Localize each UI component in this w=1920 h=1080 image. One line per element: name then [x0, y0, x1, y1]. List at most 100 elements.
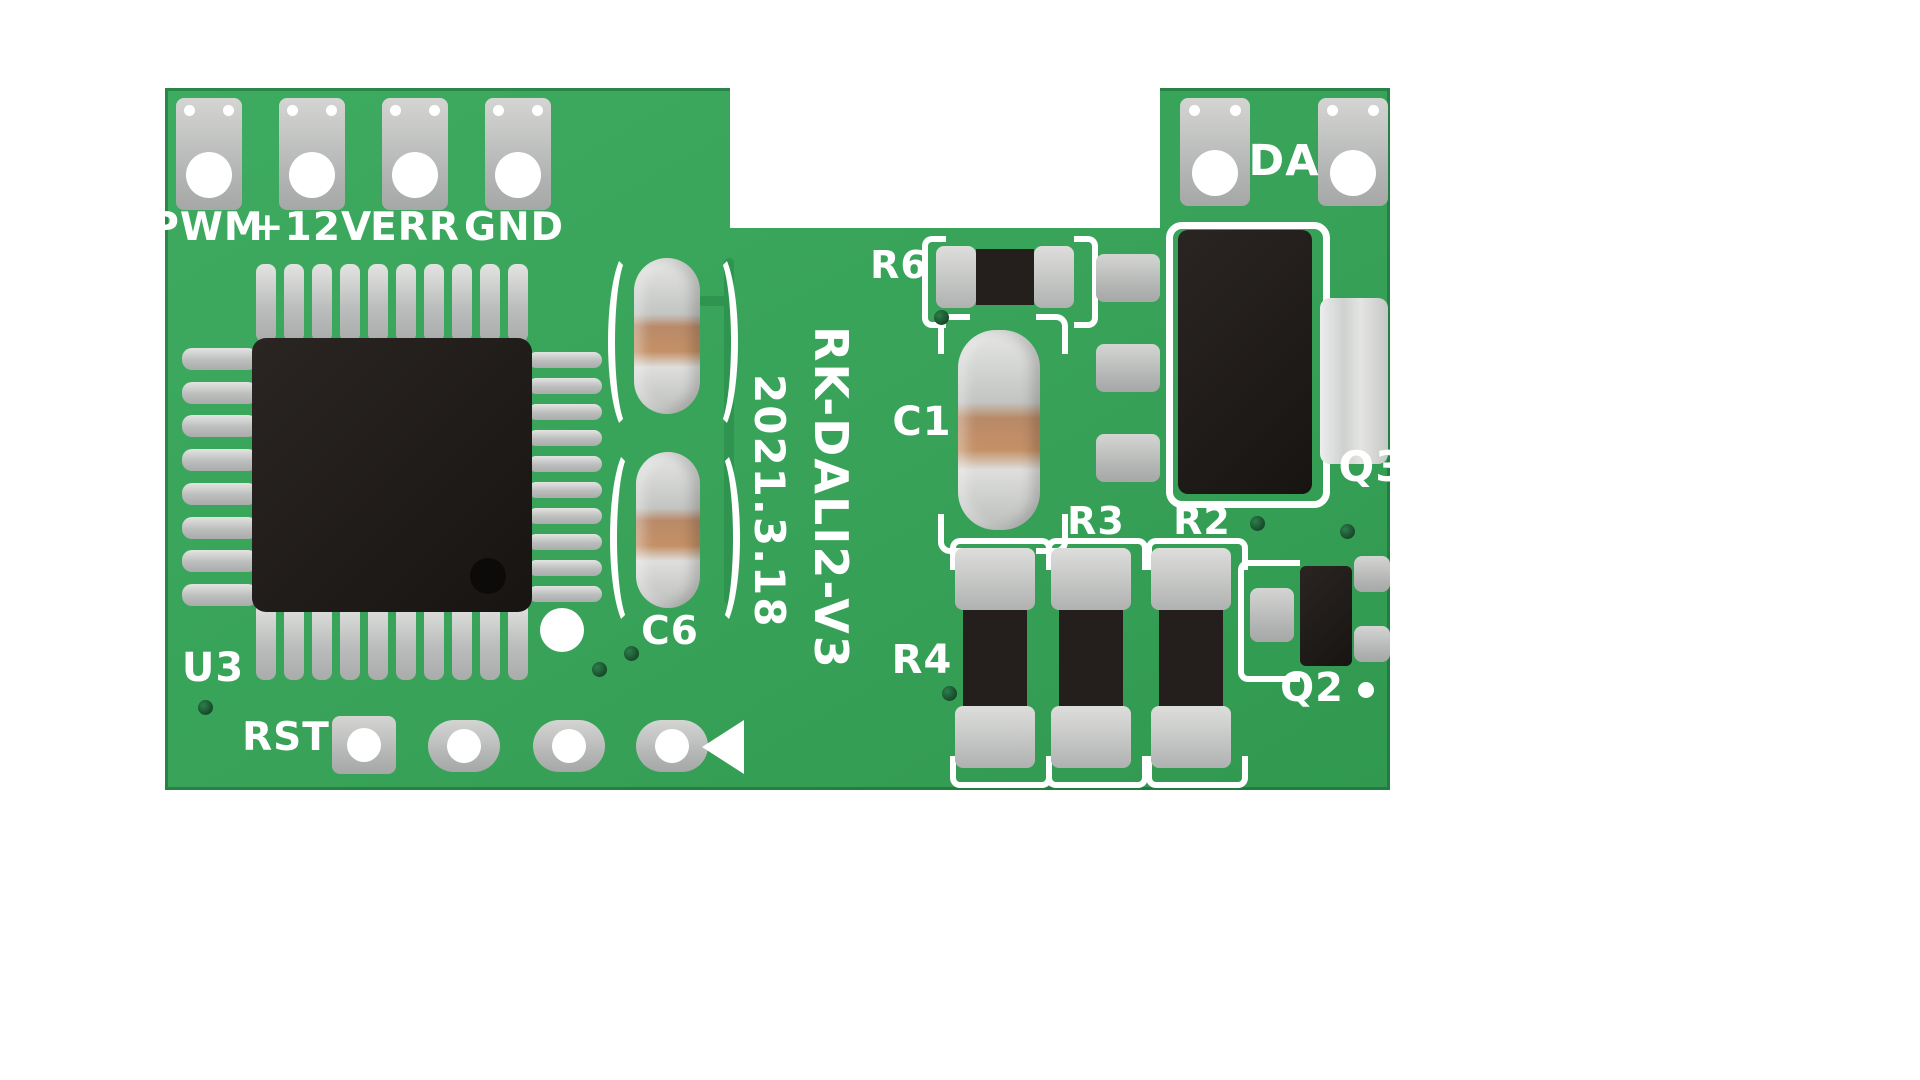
- ic-pin: [396, 264, 416, 342]
- ic-pin: [528, 404, 602, 420]
- pad-hole-icon: [495, 152, 541, 198]
- pad-hole-icon: [347, 728, 381, 762]
- silkscreen-paren: [698, 446, 740, 630]
- ic-pin: [480, 264, 500, 342]
- ic-pin: [182, 482, 258, 505]
- ic-orientation-dot: [470, 558, 506, 594]
- resistor-pad: [1151, 706, 1231, 768]
- ic-pin: [182, 583, 258, 606]
- q3-pad-3: [1096, 434, 1160, 482]
- resistor-r3: [1051, 548, 1131, 768]
- ic-pin-row-top: [256, 264, 528, 342]
- ic-pin: [312, 602, 332, 680]
- ic-pin: [452, 264, 472, 342]
- silkscreen-bracket: [922, 236, 946, 328]
- ic-pin: [256, 264, 276, 342]
- silkscreen-bracket: [1146, 538, 1248, 570]
- connector-pad-12v: [279, 98, 345, 210]
- pad-hole-icon: [1368, 105, 1379, 116]
- ic-pin: [528, 586, 602, 602]
- silkscreen-bracket: [1146, 756, 1248, 788]
- ic-pin-row-left: [182, 348, 258, 606]
- q2-pad-left: [1250, 588, 1294, 642]
- ic-pin-row-right: [528, 352, 602, 602]
- pad-hole-icon: [655, 729, 689, 763]
- ic-pin: [528, 378, 602, 394]
- rst-pad: [332, 716, 396, 774]
- connector-pad-gnd: [485, 98, 551, 210]
- resistor-body: [1159, 610, 1223, 706]
- resistor-pad: [1151, 548, 1231, 610]
- via-hole: [934, 310, 949, 325]
- ic-pin: [182, 516, 258, 539]
- pad-hole-icon: [390, 105, 401, 116]
- pad-hole-icon: [447, 729, 481, 763]
- resistor-pad: [1034, 246, 1074, 308]
- ic-pin: [480, 602, 500, 680]
- ic-pin: [508, 602, 528, 680]
- silkscreen-bracket: [1074, 236, 1098, 328]
- silkscreen-corner: [1036, 314, 1068, 354]
- rst-label: RST: [242, 715, 330, 760]
- q3-heatsink-tab: [1320, 298, 1388, 464]
- err-label: ERR: [370, 205, 460, 250]
- r4-label: R4: [891, 637, 953, 683]
- pad-hole-icon: [184, 105, 195, 116]
- silkscreen-paren: [608, 250, 650, 434]
- ic-pin: [340, 264, 360, 342]
- silkscreen-paren: [696, 250, 738, 434]
- capacitor-c1: [958, 330, 1040, 530]
- ic-pin: [284, 602, 304, 680]
- q3-pad-1: [1096, 254, 1160, 302]
- silkscreen-bracket: [1046, 756, 1148, 788]
- pad-hole-icon: [1330, 150, 1376, 196]
- r6-label: R6: [870, 243, 928, 287]
- main-ic-u3: [252, 338, 532, 612]
- pad-hole-icon: [326, 105, 337, 116]
- da-label: DA: [1248, 136, 1320, 186]
- ic-pin: [424, 602, 444, 680]
- via-hole: [198, 700, 213, 715]
- resistor-pad: [1051, 548, 1131, 610]
- via-hole: [1250, 516, 1265, 531]
- connector-pad-err: [382, 98, 448, 210]
- date-text: 2021.3.18: [745, 374, 794, 629]
- transistor-q2: [1300, 566, 1352, 666]
- copper-trace: [724, 258, 734, 604]
- pad-hole-icon: [532, 105, 543, 116]
- ic-pin: [452, 602, 472, 680]
- resistor-pad: [1051, 706, 1131, 768]
- ic-pin: [182, 415, 258, 438]
- model-text: RK-DALI2-V3: [804, 326, 858, 670]
- ic-pin: [528, 430, 602, 446]
- pad-hole-icon: [186, 152, 232, 198]
- silkscreen-corner: [938, 314, 970, 354]
- ic-pin: [312, 264, 332, 342]
- ic-pin: [396, 602, 416, 680]
- c6-label: C6: [641, 609, 699, 654]
- pad-hole-icon: [1189, 105, 1200, 116]
- ic-pin: [528, 456, 602, 472]
- q2-pad-right-1: [1354, 556, 1390, 592]
- q2-pad-right-2: [1354, 626, 1390, 662]
- resistor-pad: [936, 246, 976, 308]
- capacitor-c6-bottom: [636, 452, 700, 608]
- ic-pin: [528, 508, 602, 524]
- via-hole: [592, 662, 607, 677]
- resistor-r4: [955, 548, 1035, 768]
- silkscreen-paren: [610, 446, 652, 630]
- pad-hole-icon: [223, 105, 234, 116]
- u3-label: U3: [181, 645, 245, 691]
- resistor-body: [1059, 610, 1123, 706]
- resistor-r2: [1151, 548, 1231, 768]
- pad-hole-icon: [429, 105, 440, 116]
- pad-hole-icon: [289, 152, 335, 198]
- pad-hole-icon: [1230, 105, 1241, 116]
- ic-pin: [182, 449, 258, 472]
- r2-label: R2: [1173, 499, 1231, 543]
- connector-pad-da2: [1318, 98, 1388, 206]
- ic-pin: [368, 602, 388, 680]
- c1-label: C1: [892, 399, 952, 445]
- ic-pin: [182, 348, 258, 370]
